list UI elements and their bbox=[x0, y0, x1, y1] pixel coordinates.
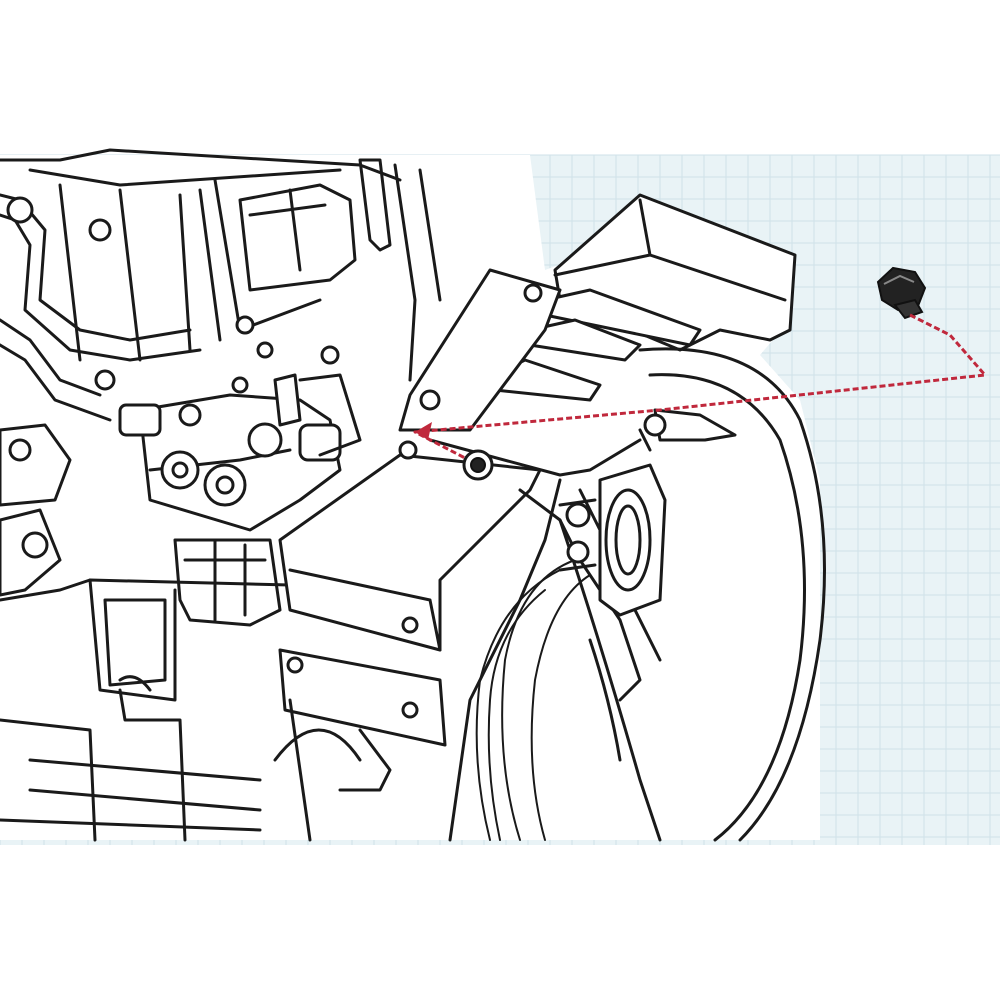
flywheel-housing bbox=[398, 193, 826, 842]
threaded-hole-icon bbox=[462, 449, 494, 481]
hex-plug-icon bbox=[876, 266, 927, 320]
leader-line bbox=[413, 313, 987, 460]
